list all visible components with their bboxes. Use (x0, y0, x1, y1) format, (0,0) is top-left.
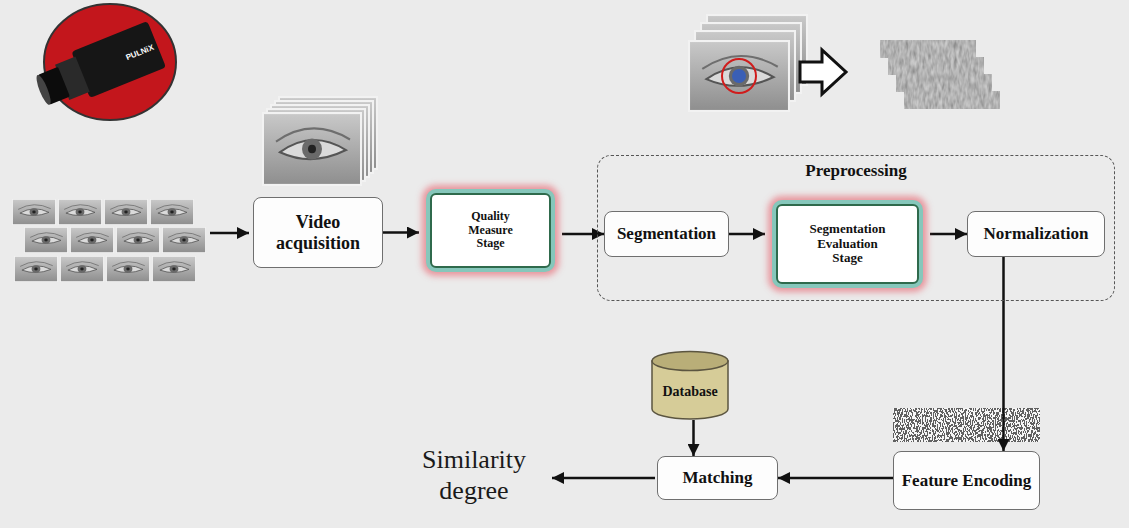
database-cylinder: Database (650, 350, 730, 420)
group-box: PreprocessingSegmentation Segmentation Ev… (597, 155, 1115, 301)
segmentation-illustration (689, 15, 1000, 111)
flow-arrow (778, 477, 893, 480)
output-label: Similarity degree (400, 444, 548, 506)
node-label: Feature Encoding (902, 471, 1032, 491)
process-box: Segmentation (604, 211, 729, 257)
node-label: Segmentation Evaluation Stage (802, 222, 893, 267)
flow-arrow (930, 233, 967, 236)
eye-frames (12, 199, 205, 281)
input-arrow (210, 232, 249, 235)
process-box: Normalization (967, 211, 1105, 257)
flow-arrow (383, 231, 419, 234)
camera-icon (31, 4, 176, 120)
node-label: Matching (683, 468, 753, 488)
node-label: Quality Measure Stage (460, 210, 521, 251)
output-arrow (552, 477, 655, 480)
group-title: Preprocessing (805, 161, 906, 181)
process-box: Matching (657, 456, 778, 500)
stage-box: Quality Measure Stage (430, 193, 551, 268)
node-label: Database (662, 384, 717, 400)
flow-arrow (729, 233, 765, 236)
process-box: Feature Encoding (893, 451, 1040, 510)
brand-text: PULNiX (118, 41, 162, 65)
flow-arrow (1002, 257, 1005, 451)
node-label: Segmentation (617, 224, 716, 244)
process-box: Video acquisition (253, 197, 383, 268)
flow-arrow (692, 420, 695, 456)
node-label: Video acquisition (262, 212, 374, 253)
iris-code (893, 408, 1040, 442)
frame-stack (263, 97, 377, 185)
node-label: Normalization (984, 224, 1089, 244)
stage-box: Segmentation Evaluation Stage (776, 204, 919, 284)
